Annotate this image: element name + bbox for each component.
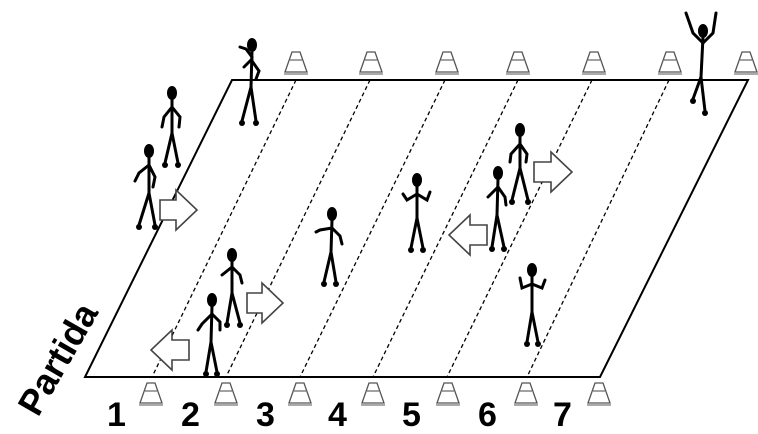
lane-number: 1: [107, 396, 126, 434]
lane-divider: [526, 79, 670, 378]
lane-number: 6: [478, 396, 497, 434]
lane-number: 5: [402, 396, 421, 434]
direction-arrow-right-icon: [533, 150, 574, 194]
traffic-cone-icon: [587, 382, 611, 406]
traffic-cone-icon: [514, 382, 538, 406]
stick-figure-icon: [160, 86, 182, 168]
lane-dividers: [151, 79, 670, 378]
stick-figure-icon: [684, 11, 718, 116]
cones-bottom-row: [139, 382, 611, 406]
traffic-cone-icon: [359, 51, 383, 75]
traffic-cone-icon: [284, 51, 308, 75]
stick-figure-icon: [508, 123, 531, 205]
traffic-cone-icon: [288, 382, 312, 406]
lane-divider: [372, 79, 519, 378]
stick-figure-icon: [238, 38, 261, 126]
stick-figure-icon: [486, 166, 508, 252]
field-outline: [83, 79, 750, 378]
direction-arrow-left-icon: [447, 213, 488, 257]
lane-divider: [225, 79, 371, 378]
lane-numbers: 1 2 3 4 5 6 7: [107, 396, 572, 434]
players: [133, 11, 718, 377]
traffic-cone-icon: [734, 51, 758, 75]
direction-arrow-left-icon: [149, 328, 190, 372]
start-label: Partida: [9, 295, 106, 422]
direction-arrows: [149, 150, 574, 372]
direction-arrow-right-icon: [246, 281, 285, 325]
traffic-cone-icon: [139, 382, 163, 406]
lane-number: 2: [181, 396, 200, 434]
lane-divider: [299, 79, 446, 378]
stick-figure-icon: [133, 144, 158, 230]
direction-arrow-right-icon: [159, 188, 199, 232]
traffic-cone-icon: [582, 51, 606, 75]
stick-figure-icon: [196, 293, 222, 377]
traffic-cone-icon: [506, 51, 530, 75]
traffic-cone-icon: [658, 51, 682, 75]
traffic-cone-icon: [361, 382, 385, 406]
lane-number: 7: [553, 396, 572, 434]
stick-figure-icon: [314, 207, 344, 287]
lane-divider: [151, 79, 297, 378]
stick-figure-icon: [220, 248, 244, 328]
traffic-cone-icon: [435, 51, 459, 75]
stick-figure-icon: [401, 173, 432, 253]
lane-number: 4: [328, 396, 347, 434]
lane-number: 3: [256, 396, 275, 434]
traffic-cone-icon: [214, 382, 238, 406]
cones-top-row: [284, 51, 758, 75]
traffic-cone-icon: [436, 382, 460, 406]
lane-divider: [446, 79, 593, 378]
stick-figure-icon: [518, 263, 547, 347]
